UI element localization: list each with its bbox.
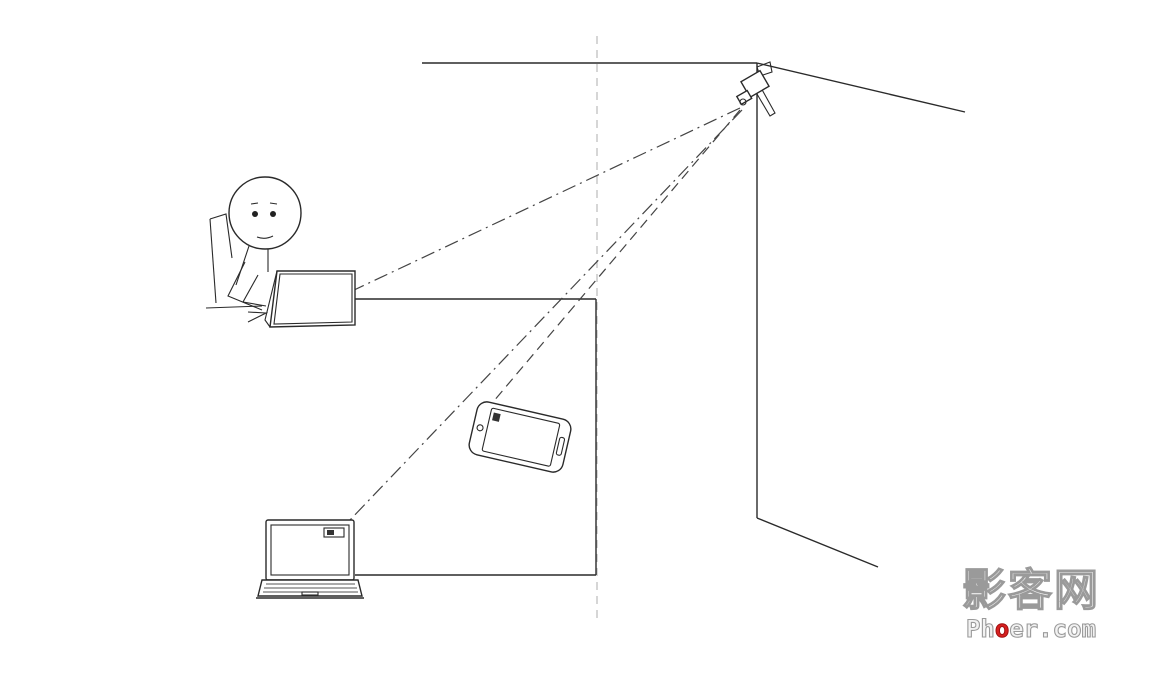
smartphone-icon [468, 401, 572, 473]
user-laptop-lid [269, 270, 356, 328]
phone-indicator [492, 412, 501, 422]
sight-line-to-phone [492, 109, 741, 403]
laptop-screen-frame [265, 519, 355, 581]
laptop-webcam-indicator [323, 527, 345, 538]
person-hand [247, 311, 269, 323]
user-laptop-lid-inner [273, 273, 353, 325]
person-arm [227, 261, 263, 311]
sight-line-to-laptop [349, 109, 743, 521]
person-torso [235, 245, 250, 286]
watermark-chinese-text: 影客网 [961, 565, 1100, 616]
laptop-icon [264, 270, 356, 328]
phone-camera [476, 424, 484, 432]
person-left-brow [250, 202, 259, 205]
laptop-icon [256, 519, 364, 599]
laptop-screen [270, 524, 350, 576]
camera-sight-lines [349, 107, 743, 521]
camera-lens [739, 98, 747, 106]
person-mouth [256, 235, 274, 239]
watermark-domain-prefix: Ph [965, 614, 995, 643]
laptop-trackpad [301, 591, 319, 596]
laptop-webcam-dot [327, 530, 334, 535]
chair-back [209, 213, 233, 259]
person-right-eye [270, 211, 276, 217]
watermark-logo: 影客网 Phoer.com [946, 565, 1116, 644]
phone-button [555, 436, 566, 456]
person-icon [205, 176, 302, 323]
user-laptop-base [264, 270, 278, 328]
room-walls [422, 62, 966, 568]
camera-icon [735, 61, 776, 117]
sight-line-to-user-laptop [351, 107, 741, 292]
ceiling-right-line [756, 62, 966, 113]
floor-right-line [756, 517, 879, 568]
phone-screen [481, 407, 561, 467]
watermark-domain-o: o [994, 615, 1010, 644]
chair-post [209, 218, 217, 304]
camera-bracket [756, 85, 776, 117]
person-head [228, 176, 302, 250]
watermark-domain-text: Phoer.com [946, 614, 1116, 644]
person-left-eye [252, 211, 258, 217]
watermark-domain-suffix: er.com [1009, 614, 1097, 643]
desk [355, 298, 597, 576]
person-right-brow [269, 202, 278, 205]
person-arm-front [242, 274, 267, 307]
